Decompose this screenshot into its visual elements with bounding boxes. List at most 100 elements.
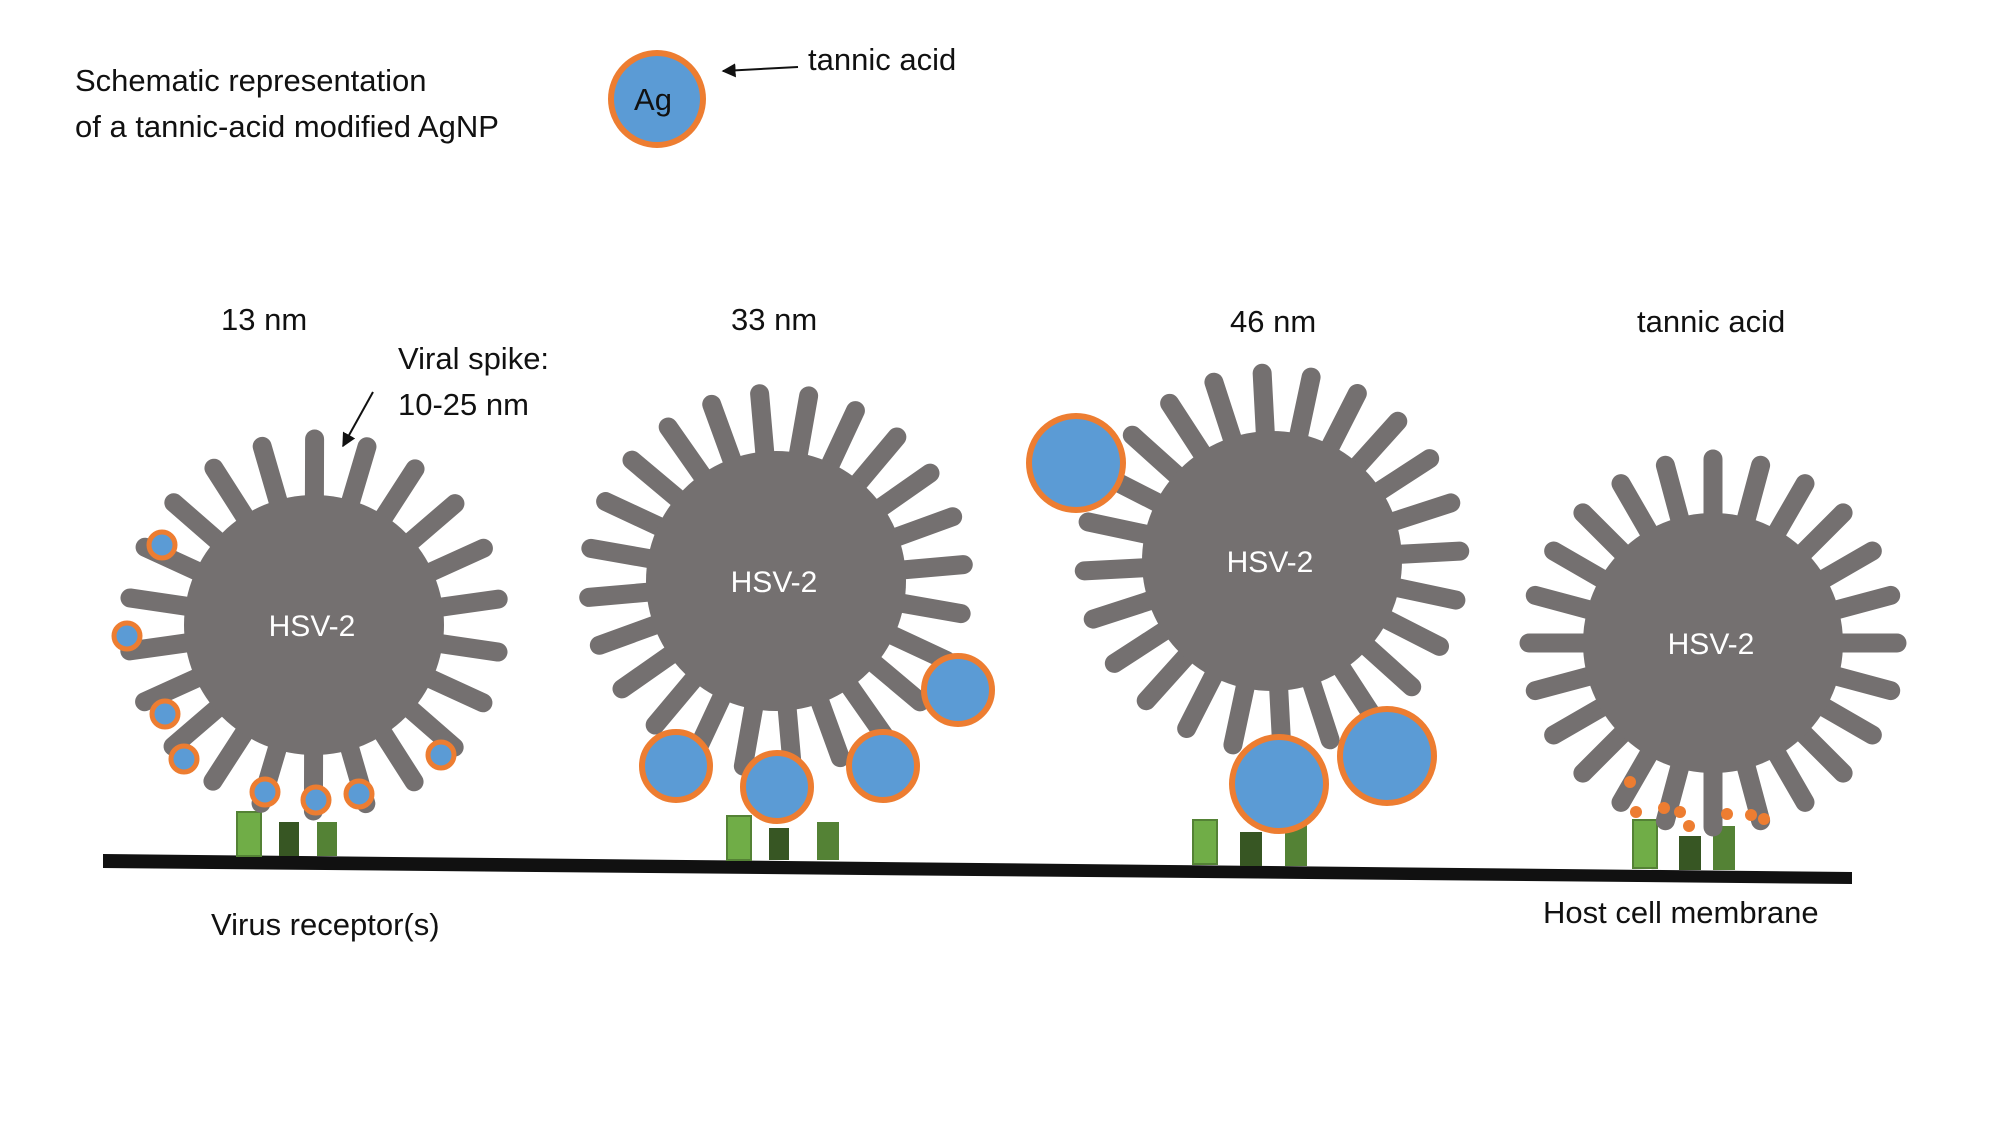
viral-spike (1326, 393, 1357, 454)
tannic-acid-molecule (1624, 776, 1636, 788)
viral-spike (817, 694, 840, 758)
viral-spike (760, 394, 766, 462)
viral-spike (797, 396, 809, 463)
virus-receptor (1240, 832, 1262, 866)
viral-spike (1214, 382, 1235, 447)
legend-caption-line-2: of a tannic-acid modified AgNP (75, 104, 499, 150)
viral-spike (591, 548, 658, 560)
viral-spike (589, 591, 657, 597)
tannic-acid-coated-agnp (149, 532, 175, 558)
tannic-acid-coated-agnp (1340, 709, 1434, 803)
hsv2-virus-2: HSV-2 (589, 394, 964, 769)
viral-spike (1170, 403, 1207, 460)
tannic-acid-coated-agnp (171, 746, 197, 772)
tannic-acid-coated-agnp (1029, 416, 1123, 510)
viral-spike (599, 622, 663, 645)
virus-receptor (1679, 836, 1701, 870)
viral-spike (1361, 641, 1412, 687)
virus-receptor (817, 822, 839, 860)
viral-spike (827, 411, 856, 473)
tannic-acid-coated-agnp (849, 732, 917, 800)
virus-label: HSV-2 (1227, 546, 1314, 579)
tannic-acid-coated-agnp (252, 779, 278, 805)
tannic-acid-coated-agnp (303, 787, 329, 813)
tannic-acid-molecule (1674, 806, 1686, 818)
viral-spike (1114, 626, 1171, 663)
virus-receptor (237, 812, 261, 856)
tannic-acid-molecule (1630, 806, 1642, 818)
virus-label: HSV-2 (731, 566, 818, 599)
virus-receptor (1633, 820, 1657, 868)
tannic-acid-molecule (1721, 808, 1733, 820)
viral-spike (1379, 615, 1440, 646)
host-cell-membrane (103, 854, 1852, 884)
viral-spike (845, 679, 884, 735)
tannic-acid-coated-agnp (346, 781, 372, 807)
viral-spike (894, 602, 961, 614)
viral-spike (889, 517, 953, 540)
legend-ag-label: Ag (634, 82, 672, 117)
virus-receptor (317, 822, 337, 856)
viral-spike (1088, 522, 1155, 536)
tannic-acid-molecule (1758, 813, 1770, 825)
legend-caption-line-1: Schematic representation (75, 58, 499, 104)
viral-spike (874, 473, 930, 512)
viral-spike (1386, 503, 1451, 524)
viral-spike (1084, 567, 1152, 571)
virus-receptor (279, 822, 299, 856)
viral-spike (655, 673, 699, 725)
viral-spike (1297, 377, 1311, 444)
viral-spike (712, 404, 735, 468)
viral-spike (1309, 675, 1330, 740)
viral-spike (743, 699, 755, 766)
viral-spike (1352, 421, 1398, 472)
tannic-acid-molecule (1683, 820, 1695, 832)
tannic-acid-coated-agnp (1232, 737, 1326, 831)
virus-label: HSV-2 (1668, 628, 1755, 661)
viral-spike-label-line-1: Viral spike: (398, 340, 549, 377)
viral-spike (853, 437, 897, 489)
tannic-acid-coated-agnp (152, 701, 178, 727)
tannic-acid-coated-agnp (428, 742, 454, 768)
tannic-acid-coated-agnp (924, 656, 992, 724)
viral-spike (896, 565, 964, 571)
legend-tannic-acid-label: tannic acid (808, 41, 956, 78)
legend-caption: Schematic representation of a tannic-aci… (75, 58, 499, 150)
viral-spike-label-line-2: 10-25 nm (398, 386, 529, 423)
viral-spike (1093, 598, 1158, 619)
viral-spike (1392, 551, 1460, 555)
hsv2-virus-4: HSV-2 (1529, 459, 1897, 827)
hsv2-virus-3: HSV-2 (1084, 373, 1459, 748)
tannic-acid-arrow (723, 67, 798, 71)
panel-title-13nm: 13 nm (221, 301, 307, 338)
viral-spike (622, 650, 678, 689)
panel-title-tannic-acid: tannic acid (1637, 303, 1785, 340)
legend-ag-particle: Ag (611, 53, 703, 145)
tannic-acid-coated-agnp (642, 732, 710, 800)
virus-receptor (769, 828, 789, 860)
viral-spike (1233, 678, 1247, 745)
viral-spike (1373, 459, 1430, 496)
tannic-acid-molecule (1658, 802, 1670, 814)
tannic-acid-coated-agnp (743, 753, 811, 821)
virus-receptor (727, 816, 751, 860)
tannic-acid-coated-agnp (114, 623, 140, 649)
panel-title-33nm: 33 nm (731, 301, 817, 338)
viral-spike (1187, 668, 1218, 729)
viral-spike (868, 658, 920, 702)
viral-spike (885, 632, 947, 661)
panel-title-46nm: 46 nm (1230, 303, 1316, 340)
viral-spike (1146, 650, 1192, 701)
virus-label: HSV-2 (269, 610, 356, 643)
viral-spike (1262, 373, 1266, 441)
viral-spike (632, 460, 684, 504)
virus-receptor-label: Virus receptor(s) (211, 906, 440, 943)
viral-spike (668, 427, 707, 483)
viral-spike (1132, 435, 1183, 481)
viral-spike (1389, 586, 1456, 600)
viral-spike (606, 502, 668, 531)
virus-receptor (1193, 820, 1217, 864)
